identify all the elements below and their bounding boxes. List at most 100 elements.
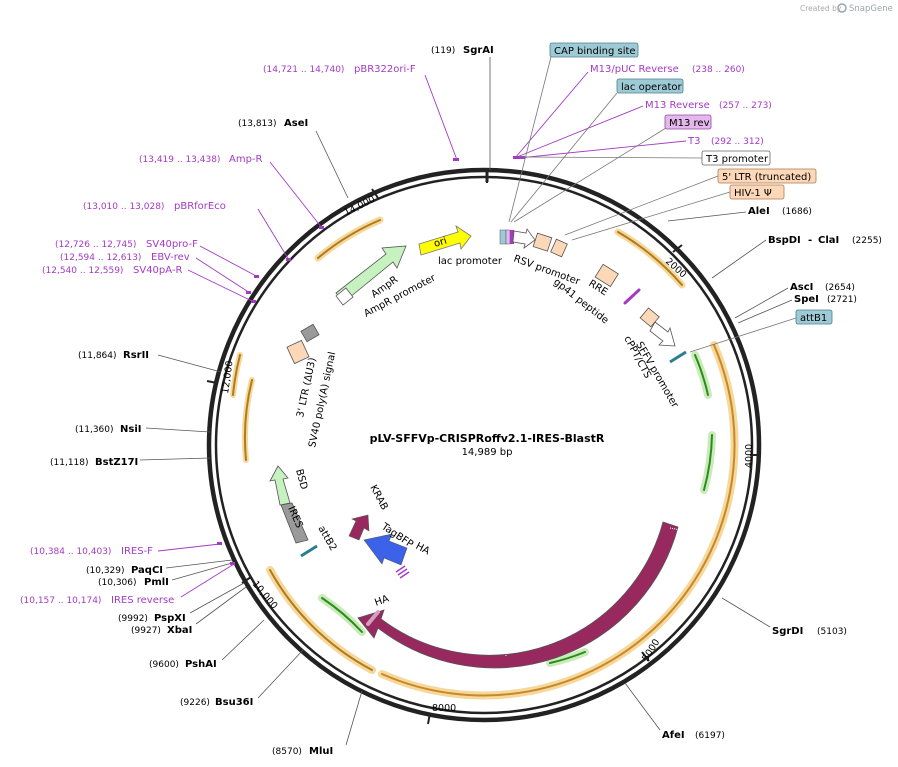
lac-promoter-label: lac promoter [438, 256, 503, 267]
enzyme-pos-pmli: (10,306) [98, 578, 137, 588]
primer-pbrforeco[interactable]: pBRforEco [174, 201, 226, 212]
primer-pbr322ori[interactable]: pBR322ori-F [354, 64, 416, 75]
attb1-label: attB1 [800, 313, 827, 324]
attb1-box[interactable] [795, 309, 833, 325]
enzyme-pos-bstz17i: (11,118) [50, 458, 89, 468]
plasmid-name: pLV-SFFVp-CRISPRoffv2.1-IRES-BlastR [370, 432, 605, 445]
primer-pos-ebvrev: (12,594 .. 12,613) [60, 253, 141, 263]
snapgene-logo-icon [837, 3, 847, 13]
enzyme-alei[interactable]: AleI [748, 206, 770, 217]
primer-pos-m13rev: (257 .. 273) [719, 101, 772, 111]
primer-pos-sv40pa: (12,540 .. 12,559) [42, 266, 123, 276]
enzyme-bspdi[interactable]: BspDI [768, 235, 801, 246]
primer-ebvrev[interactable]: EBV-rev [151, 252, 190, 263]
ori-arrow[interactable] [418, 225, 472, 256]
enzyme-pos-spei: (2721) [827, 295, 857, 305]
plasmid-size: 14,989 bp [462, 447, 513, 458]
ires-block[interactable] [280, 502, 309, 544]
enzyme-leaders [139, 57, 793, 746]
tick-8000: 8000 [432, 703, 456, 714]
ha-label-2: HA [373, 594, 390, 609]
rre-block[interactable] [594, 263, 619, 288]
gp41-marker[interactable] [623, 288, 641, 305]
tagbfp-arrow[interactable] [363, 533, 408, 566]
ha-tag-1[interactable] [395, 565, 410, 579]
sffv-promoter-arrow[interactable] [649, 321, 676, 347]
enzyme-clai[interactable]: ClaI [818, 235, 839, 246]
enzyme-asei[interactable]: AseI [284, 118, 308, 129]
ltr3-block[interactable] [286, 339, 310, 365]
cap-binding-site-box[interactable] [549, 42, 639, 58]
attb2-marker[interactable] [300, 544, 318, 558]
ltr5-box[interactable] [717, 168, 817, 184]
primer-pos-t3: (292 .. 312) [711, 137, 764, 147]
enzyme-pmli[interactable]: PmlI [144, 577, 169, 588]
enzyme-xbai[interactable]: XbaI [167, 625, 192, 636]
enzyme-pos-bsu36i: (9226) [180, 698, 210, 708]
ori-label: ori [433, 236, 449, 250]
enzyme-asci[interactable]: AscI [790, 282, 813, 293]
primer-iresf[interactable]: IRES-F [121, 546, 153, 557]
primer-m13puc[interactable]: M13/pUC Reverse [590, 64, 679, 75]
primer-m13rev[interactable]: M13 Reverse [645, 100, 710, 111]
enzyme-pos-pspxi: (9992) [118, 614, 148, 624]
tick-12000: 12,000 [220, 360, 236, 394]
hiv-psi-block[interactable] [550, 238, 568, 258]
dcas9-arrow[interactable] [357, 521, 679, 669]
attb1-marker[interactable] [669, 350, 687, 364]
enzyme-bstz17i[interactable]: BstZ17I [95, 457, 138, 468]
t3-promoter-arrow[interactable] [512, 228, 536, 249]
bsd-label: BSD [293, 468, 309, 491]
enzyme-mlui[interactable]: MluI [309, 746, 333, 757]
enzyme-sgrai[interactable]: SgrAI [463, 45, 494, 56]
primer-t3[interactable]: T3 [687, 136, 700, 147]
krab-label: KRAB [367, 483, 389, 512]
krab-arrow[interactable] [348, 514, 370, 541]
lac-operator-label: lac operator [621, 82, 682, 93]
tick-4000: 4000 [744, 444, 755, 468]
primer-ampr[interactable]: Amp-R [229, 154, 263, 165]
orf-arcs [230, 216, 739, 700]
ampr-promoter-arrow[interactable] [335, 287, 354, 306]
ltr5-block[interactable] [532, 232, 553, 252]
hiv-psi-label: HIV-1 Ψ [734, 188, 772, 199]
enzyme-pshai[interactable]: PshAI [185, 659, 217, 670]
created-by-text: Created by [800, 4, 842, 13]
t3-promoter-box[interactable] [701, 150, 771, 166]
enzyme-sgrdi[interactable]: SgrDI [772, 626, 803, 637]
primer-pos-iresrev: (10,157 .. 10,174) [20, 596, 101, 606]
primer-sv40pro[interactable]: SV40pro-F [146, 239, 198, 250]
backbone-inner-ring [214, 175, 754, 715]
primer-marks [217, 156, 525, 565]
primer-leaders [157, 71, 687, 598]
ha-tag-2[interactable] [366, 610, 380, 626]
enzyme-nsii[interactable]: NsiI [120, 424, 141, 435]
primer-pos-m13puc: (238 .. 260) [692, 65, 745, 75]
enzyme-pos-afei: (6197) [695, 731, 725, 741]
enzyme-rsrii[interactable]: RsrII [123, 350, 149, 361]
enzyme-pos-asci: (2654) [825, 283, 855, 293]
lac-feature-cluster[interactable] [499, 229, 514, 245]
enzyme-bsu36i[interactable]: Bsu36I [215, 697, 253, 708]
enzyme-pos-xbai: (9927) [131, 626, 161, 636]
hiv-psi-box[interactable] [729, 184, 785, 200]
m13-rev-box[interactable] [664, 114, 712, 130]
enzyme-afei[interactable]: AfeI [662, 730, 685, 741]
lac-operator-box[interactable] [616, 78, 684, 94]
enzyme-paqci[interactable]: PaqCI [131, 565, 163, 576]
primer-sv40pa[interactable]: SV40pA-R [133, 265, 182, 276]
enzyme-pos-rsrii: (11,864) [78, 351, 117, 361]
ltr5-label: 5' LTR (truncated) [722, 172, 811, 183]
bsd-arrow[interactable] [269, 465, 291, 506]
enzyme-spei[interactable]: SpeI [794, 294, 819, 305]
primer-pos-ampr: (13,419 .. 13,438) [139, 155, 220, 165]
enzyme-pos-clai: (2255) [852, 236, 882, 246]
primer-iresrev[interactable]: IRES reverse [111, 595, 174, 606]
enzyme-pspxi[interactable]: PspXI [154, 613, 186, 624]
enzyme-pos-mlui: (8570) [272, 747, 302, 757]
dcas9-label: dCas9 [524, 612, 557, 634]
attb2-label: attB2 [315, 524, 338, 553]
enzyme-pos-pshai: (9600) [149, 660, 179, 670]
sv40pa-block[interactable] [300, 323, 320, 343]
enzyme-pos-sgrdi: (5103) [817, 627, 847, 637]
